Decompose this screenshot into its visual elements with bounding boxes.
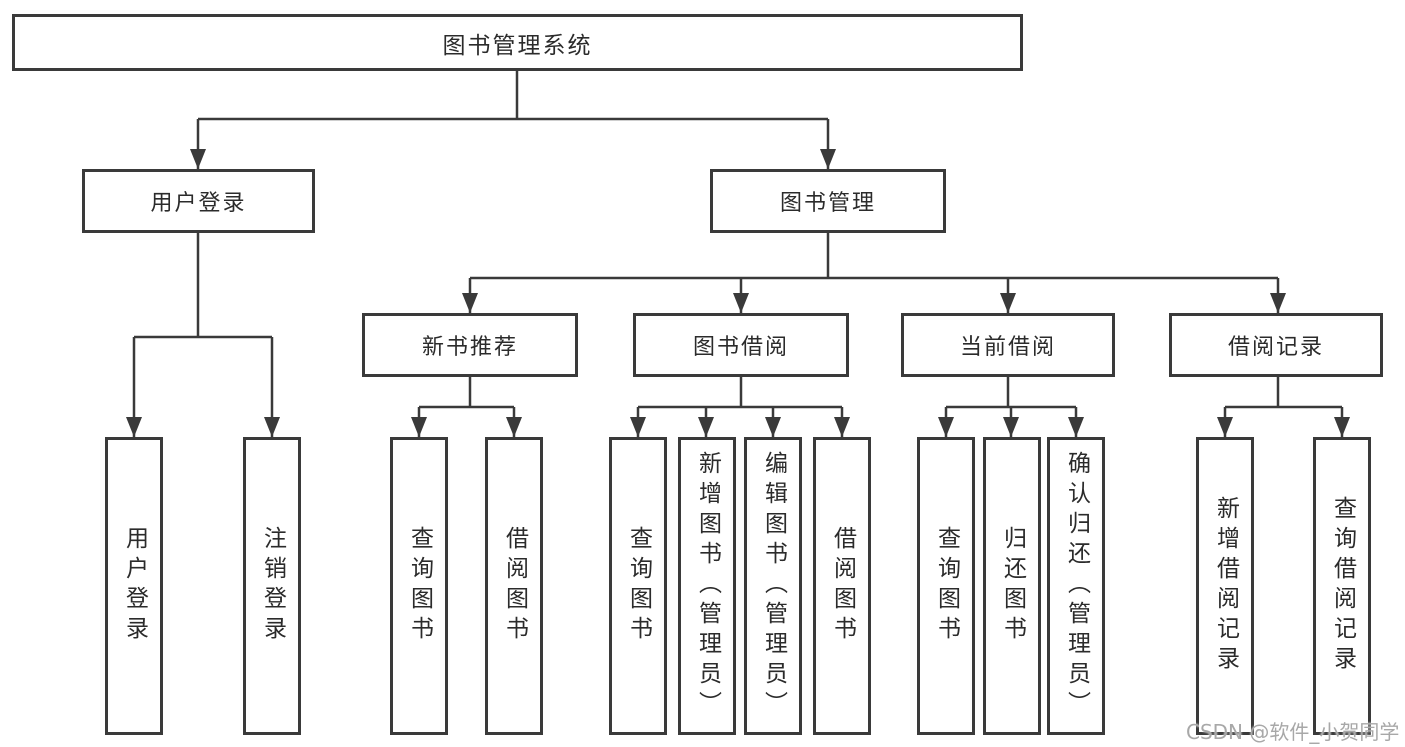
leaf-add-book-admin: 新增图书（管理员） <box>678 437 736 735</box>
leaf-query-books-recommend: 查询图书 <box>390 437 448 735</box>
node-book-borrow: 图书借阅 <box>633 313 849 377</box>
leaf-user-login: 用户登录 <box>105 437 163 735</box>
node-user-login: 用户登录 <box>82 169 315 233</box>
node-book-management: 图书管理 <box>710 169 946 233</box>
leaf-query-books-borrow: 查询图书 <box>609 437 667 735</box>
leaf-query-books-current: 查询图书 <box>917 437 975 735</box>
leaf-confirm-return-admin: 确认归还（管理员） <box>1047 437 1105 735</box>
csdn-watermark: CSDN @软件_小贺同学 <box>1186 720 1400 744</box>
leaf-query-borrow-record: 查询借阅记录 <box>1313 437 1371 735</box>
leaf-borrow-books: 借阅图书 <box>813 437 871 735</box>
node-current-borrow: 当前借阅 <box>901 313 1115 377</box>
leaf-logout-login: 注销登录 <box>243 437 301 735</box>
leaf-add-borrow-record: 新增借阅记录 <box>1196 437 1254 735</box>
node-library-management-system: 图书管理系统 <box>12 14 1023 71</box>
leaf-borrow-books-recommend: 借阅图书 <box>485 437 543 735</box>
leaf-return-book: 归还图书 <box>983 437 1041 735</box>
node-new-book-recommend: 新书推荐 <box>362 313 578 377</box>
node-borrow-records: 借阅记录 <box>1169 313 1383 377</box>
leaf-edit-book-admin: 编辑图书（管理员） <box>744 437 802 735</box>
